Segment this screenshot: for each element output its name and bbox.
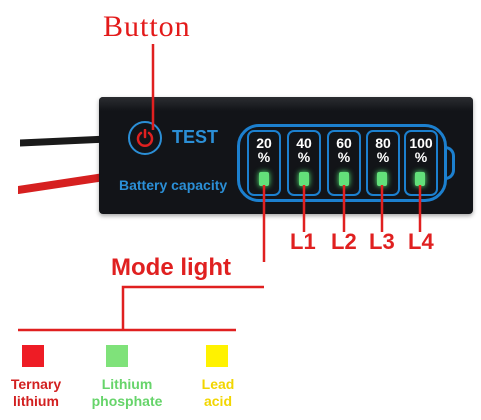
legend-line2: lithium (13, 393, 59, 409)
legend-line1: Lead (201, 376, 235, 392)
level-label-l3: L3 (369, 229, 395, 254)
cell-percent-unit: % (376, 149, 390, 165)
level-led-l1 (299, 172, 309, 186)
legend-line2: acid (203, 393, 232, 409)
ternary-lithium-swatch (22, 345, 44, 367)
legend-lithium-phosphate: Lithium phosphate (82, 376, 172, 410)
legend-lead-acid: Lead acid (190, 376, 246, 410)
cell-percent-unit: % (297, 149, 311, 165)
mode-led (259, 172, 269, 186)
cell-percent-value: 60 (336, 135, 352, 151)
legend-line1: Lithium (101, 376, 153, 392)
button-annotation-label: Button (103, 10, 191, 43)
mode-light-label: Mode light (111, 254, 231, 281)
level-label-l1: L1 (290, 229, 316, 254)
power-icon (136, 129, 154, 147)
test-power-button[interactable] (128, 121, 162, 155)
level-led-l2 (339, 172, 349, 186)
level-led-l3 (377, 172, 387, 186)
level-label-l2: L2 (331, 229, 357, 254)
cell-percent-value: 40 (296, 135, 312, 151)
legend-ternary-lithium: Ternary lithium (0, 376, 72, 410)
legend-line2: phosphate (91, 393, 163, 409)
level-label-l4: L4 (408, 229, 434, 254)
mode-bracket-stem (121, 285, 264, 330)
board-top-edge (99, 97, 473, 111)
battery-capacity-label: Battery capacity (119, 177, 228, 193)
cell-percent-unit: % (257, 149, 271, 165)
level-led-l4 (415, 172, 425, 186)
cell-percent-value: 20 (256, 135, 272, 151)
cell-percent-unit: % (414, 149, 428, 165)
battery-terminal-tip (445, 146, 455, 180)
battery-outline (237, 124, 447, 202)
lead-acid-swatch (206, 345, 228, 367)
cell-percent-value: 80 (375, 135, 391, 151)
lithium-phosphate-swatch (106, 345, 128, 367)
cell-percent-unit: % (337, 149, 351, 165)
test-label: TEST (172, 127, 219, 147)
cell-percent-value: 100 (409, 135, 433, 151)
legend-line1: Ternary (10, 376, 62, 392)
